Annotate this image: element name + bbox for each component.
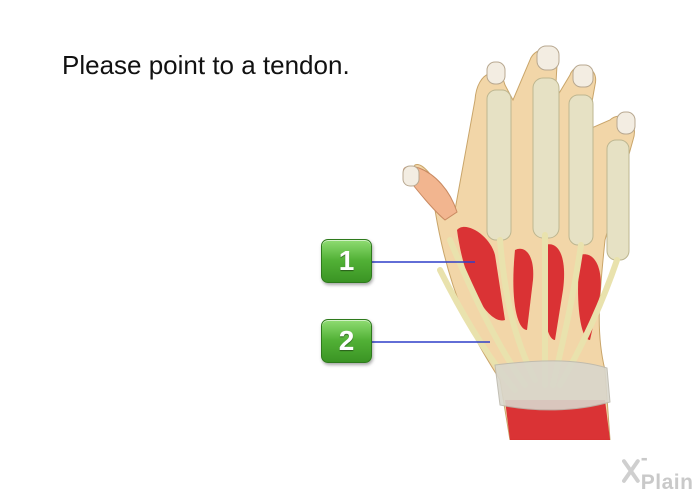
question-prompt: Please point to a tendon.: [62, 50, 350, 80]
xplain-logo: -Plain: [622, 447, 700, 495]
hand-anatomy-illustration: [402, 45, 636, 440]
logo-text: -Plain: [640, 447, 694, 494]
answer-button-1[interactable]: 1: [321, 239, 372, 283]
palm-muscles: [457, 226, 610, 440]
wrist-band: [494, 360, 611, 411]
answer-button-2[interactable]: 2: [321, 319, 372, 363]
fingernails: [402, 45, 636, 187]
finger-tendons: [486, 77, 630, 261]
x-mark-icon: [622, 459, 640, 483]
